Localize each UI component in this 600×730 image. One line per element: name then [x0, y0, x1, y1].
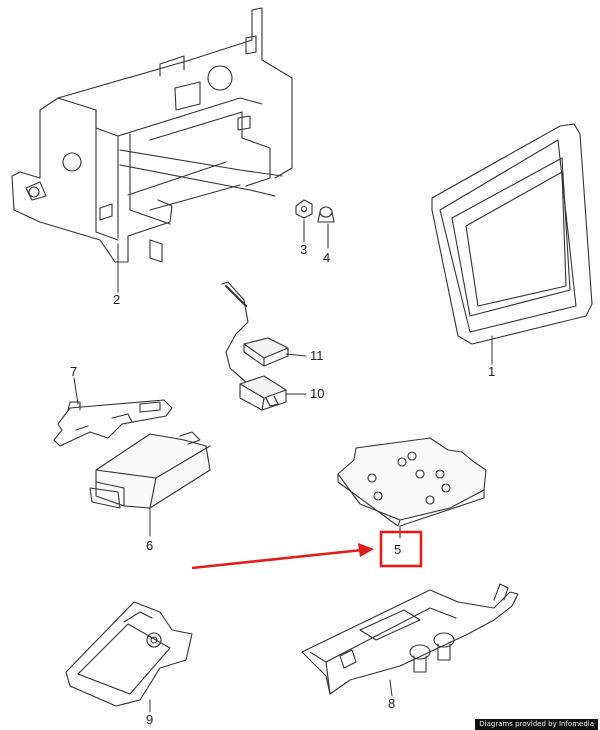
bezel-frame-part	[431, 123, 593, 345]
highlight-callout-5	[191, 530, 423, 570]
callout-4: 4	[323, 250, 330, 265]
callout-6: 6	[146, 538, 153, 553]
control-module-part	[89, 431, 211, 509]
callout-8: 8	[388, 696, 395, 711]
callout-5: 5	[394, 542, 401, 557]
callout-3: 3	[300, 242, 307, 257]
callout-1: 1	[488, 364, 495, 379]
mounting-bracket-part	[11, 7, 293, 263]
label-pad-part	[65, 601, 193, 707]
highlight-box	[379, 530, 423, 568]
highlight-arrow-line	[191, 548, 363, 570]
image-credit: Diagrams provided by Infomedia	[475, 719, 598, 730]
antenna-cable-part	[221, 281, 289, 411]
highlight-arrow-head	[358, 543, 374, 557]
screw-part	[317, 206, 335, 223]
nut-part	[295, 199, 313, 219]
callout-10: 10	[310, 386, 324, 401]
callout-11: 11	[310, 348, 324, 363]
callout-9: 9	[146, 712, 153, 727]
callout-2: 2	[113, 292, 120, 307]
small-bracket-part	[53, 399, 173, 447]
mounting-plate-part	[337, 437, 487, 527]
callout-7: 7	[70, 364, 77, 379]
tuner-unit-part	[301, 583, 519, 695]
leader-lines	[73, 219, 493, 713]
